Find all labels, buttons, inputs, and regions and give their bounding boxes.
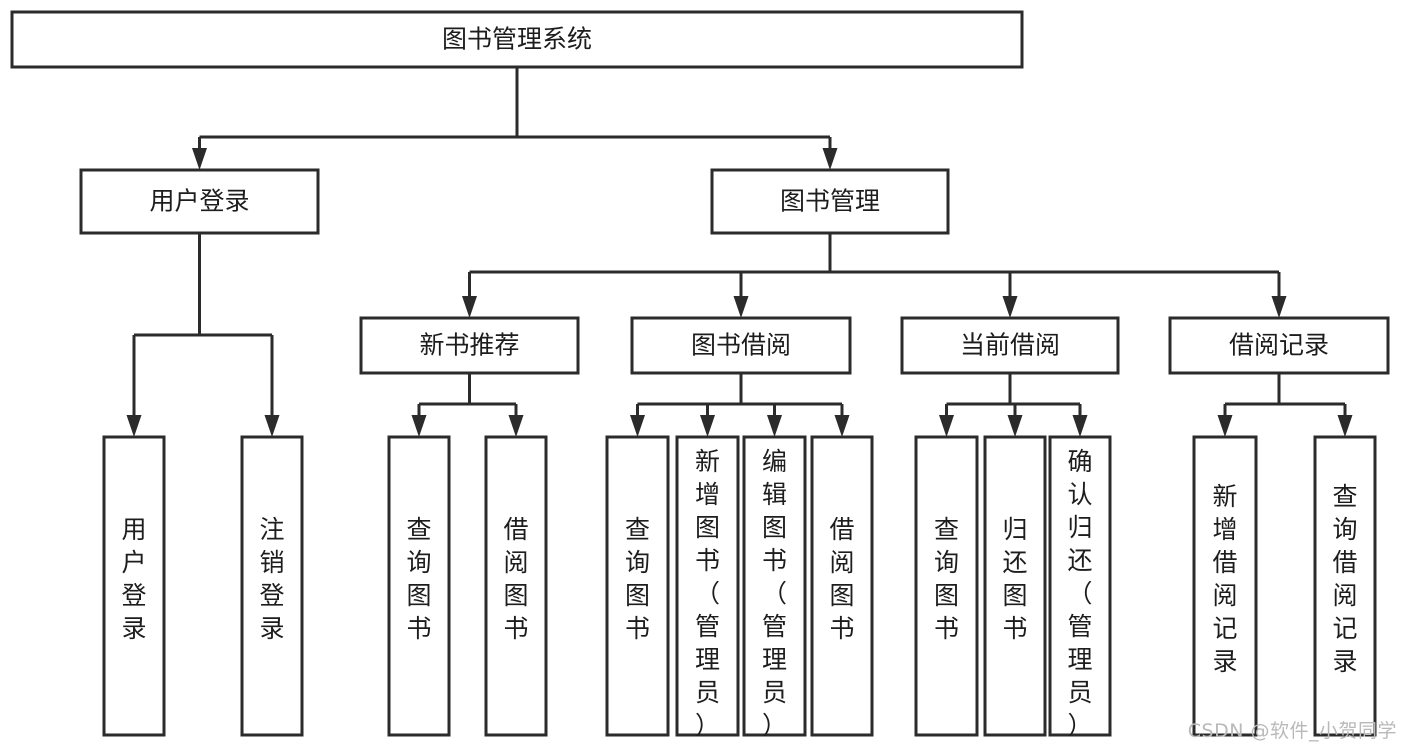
arrow-head-icon <box>1002 296 1018 318</box>
arrow-head-icon <box>1217 415 1233 437</box>
node-box-leaf-query-book-2[interactable] <box>605 435 670 737</box>
node-box-leaf-query-book-1[interactable] <box>387 435 451 737</box>
node-leaf-borrow-book-1[interactable]: 借阅图书 <box>484 435 548 737</box>
node-box-leaf-user-login[interactable] <box>102 435 166 737</box>
node-leaf-add-borrow-record[interactable]: 新增借阅记录 <box>1192 435 1258 737</box>
arrow-head-icon <box>264 415 280 437</box>
node-leaf-query-book-1[interactable]: 查询图书 <box>387 435 451 737</box>
node-label-book-borrow: 图书借阅 <box>691 331 791 360</box>
node-label-leaf-confirm-return-admin: 确认归还（管理员） <box>1067 447 1092 740</box>
node-leaf-return-book[interactable]: 归还图书 <box>983 435 1047 737</box>
connector-book-borrow <box>630 373 850 437</box>
connector-current-borrow <box>939 373 1088 437</box>
arrow-head-icon <box>462 296 477 318</box>
node-label-current-borrow: 当前借阅 <box>960 331 1060 360</box>
node-box-leaf-query-book-3[interactable] <box>914 435 979 737</box>
arrow-head-icon <box>1337 415 1353 437</box>
arrow-head-icon <box>1072 415 1088 437</box>
node-user-login[interactable]: 用户登录 <box>79 168 320 235</box>
node-leaf-confirm-return-admin[interactable]: 确认归还（管理员） <box>1048 435 1112 740</box>
node-label-leaf-query-book-3: 查询图书 <box>934 515 959 643</box>
node-box-leaf-edit-book-admin[interactable] <box>742 435 807 737</box>
arrow-head-icon <box>733 296 749 318</box>
node-layer: 图书管理系统用户登录图书管理新书推荐图书借阅当前借阅借阅记录用户登录注销登录查询… <box>10 10 1390 740</box>
node-label-leaf-add-borrow-record: 新增借阅记录 <box>1212 482 1237 676</box>
node-label-new-book-recommend: 新书推荐 <box>419 331 519 360</box>
node-box-current-borrow[interactable] <box>900 316 1120 375</box>
arrow-head-icon <box>1271 296 1287 318</box>
node-box-user-login[interactable] <box>79 168 320 235</box>
connector-root <box>192 67 838 170</box>
node-current-borrow[interactable]: 当前借阅 <box>900 316 1120 375</box>
node-leaf-query-borrow-record[interactable]: 查询借阅记录 <box>1313 435 1377 737</box>
arrow-head-icon <box>700 415 715 437</box>
node-box-leaf-borrow-book-1[interactable] <box>484 435 548 737</box>
node-label-leaf-return-book: 归还图书 <box>1002 515 1027 643</box>
arrow-head-icon <box>939 415 954 437</box>
node-label-leaf-borrow-book-1: 借阅图书 <box>503 515 528 643</box>
node-box-book-borrow[interactable] <box>630 316 852 375</box>
arrow-head-icon <box>630 415 645 437</box>
arrow-head-icon <box>767 415 782 437</box>
node-box-leaf-add-book-admin[interactable] <box>675 435 740 737</box>
arrow-head-icon <box>192 148 207 170</box>
connector-layer <box>126 67 1353 437</box>
node-leaf-add-book-admin[interactable]: 新增图书（管理员） <box>675 435 740 740</box>
node-box-root[interactable] <box>10 10 1024 69</box>
arrow-head-icon <box>508 415 524 437</box>
arrow-head-icon <box>411 415 427 437</box>
node-root[interactable]: 图书管理系统 <box>10 10 1024 69</box>
node-label-leaf-query-book-2: 查询图书 <box>625 515 650 643</box>
node-label-leaf-logout-login: 注销登录 <box>259 515 284 643</box>
node-box-leaf-add-borrow-record[interactable] <box>1192 435 1258 737</box>
node-box-leaf-logout-login[interactable] <box>240 435 304 737</box>
node-book-management[interactable]: 图书管理 <box>710 168 950 235</box>
connector-book-management <box>462 233 1287 318</box>
node-leaf-logout-login[interactable]: 注销登录 <box>240 435 304 737</box>
node-box-leaf-query-borrow-record[interactable] <box>1313 435 1377 737</box>
connector-user-login <box>126 233 280 437</box>
node-label-leaf-edit-book-admin: 编辑图书（管理员） <box>762 447 787 740</box>
node-box-borrow-record[interactable] <box>1168 316 1390 375</box>
node-leaf-query-book-3[interactable]: 查询图书 <box>914 435 979 737</box>
connector-new-book-recommend <box>411 373 524 437</box>
node-label-leaf-query-book-1: 查询图书 <box>406 515 431 643</box>
node-box-leaf-borrow-book-2[interactable] <box>810 435 874 737</box>
node-label-leaf-add-book-admin: 新增图书（管理员） <box>695 447 720 740</box>
node-label-leaf-user-login: 用户登录 <box>121 515 146 643</box>
arrow-head-icon <box>1007 415 1023 437</box>
node-label-root: 图书管理系统 <box>442 25 592 54</box>
node-box-book-management[interactable] <box>710 168 950 235</box>
node-label-borrow-record: 借阅记录 <box>1229 331 1329 360</box>
node-borrow-record[interactable]: 借阅记录 <box>1168 316 1390 375</box>
arrow-head-icon <box>834 415 850 437</box>
node-leaf-borrow-book-2[interactable]: 借阅图书 <box>810 435 874 737</box>
connector-borrow-record <box>1217 373 1353 437</box>
node-leaf-user-login[interactable]: 用户登录 <box>102 435 166 737</box>
node-box-leaf-confirm-return-admin[interactable] <box>1048 435 1112 737</box>
node-leaf-edit-book-admin[interactable]: 编辑图书（管理员） <box>742 435 807 740</box>
arrow-head-icon <box>126 415 142 437</box>
arrow-head-icon <box>822 148 838 170</box>
node-label-leaf-query-borrow-record: 查询借阅记录 <box>1332 482 1357 676</box>
node-label-leaf-borrow-book-2: 借阅图书 <box>829 515 854 643</box>
node-box-leaf-return-book[interactable] <box>983 435 1047 737</box>
node-box-new-book-recommend[interactable] <box>359 316 580 375</box>
node-leaf-query-book-2[interactable]: 查询图书 <box>605 435 670 737</box>
node-label-book-management: 图书管理 <box>780 187 880 216</box>
node-book-borrow[interactable]: 图书借阅 <box>630 316 852 375</box>
node-label-user-login: 用户登录 <box>149 187 249 216</box>
node-new-book-recommend[interactable]: 新书推荐 <box>359 316 580 375</box>
